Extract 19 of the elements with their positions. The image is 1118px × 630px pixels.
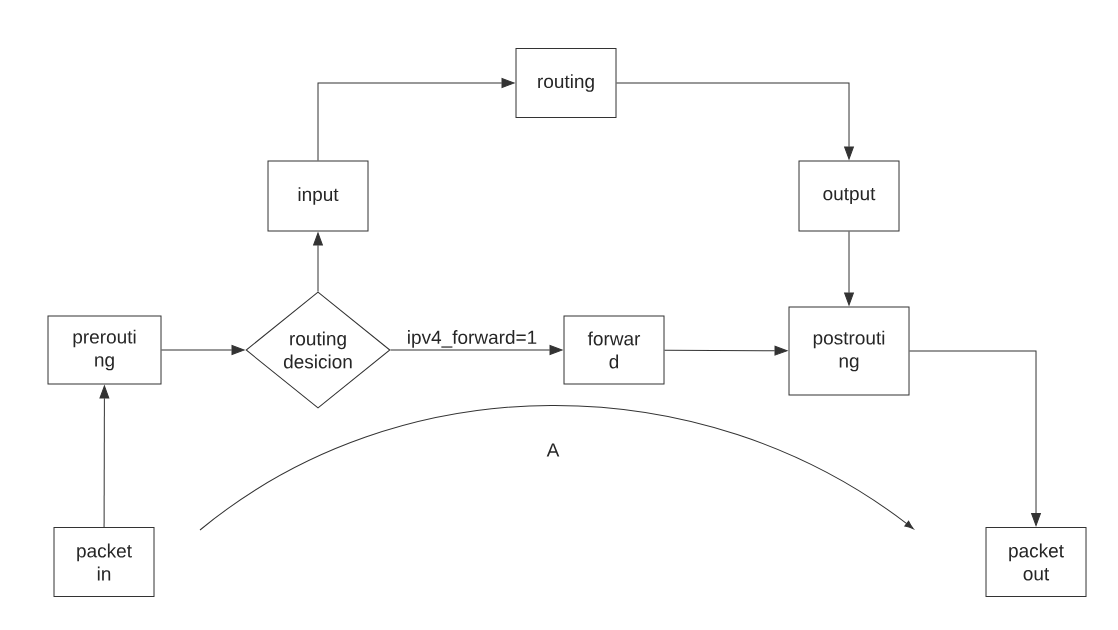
edge-label: ipv4_forward=1 xyxy=(408,330,537,348)
process-box: routing xyxy=(515,48,617,118)
curve-label: A xyxy=(546,443,560,457)
process-box: forwar d xyxy=(563,315,665,385)
process-box: packet in xyxy=(53,527,155,597)
arrow xyxy=(99,385,110,528)
process-box: postrouti ng xyxy=(788,306,910,396)
process-box: input xyxy=(267,160,369,232)
arrow xyxy=(390,345,563,355)
arrow xyxy=(313,232,323,292)
arrow xyxy=(161,345,245,355)
arrow xyxy=(909,350,1041,526)
process-box: packet out xyxy=(985,527,1087,597)
arrow xyxy=(616,82,854,160)
arrow xyxy=(844,231,854,306)
arrow xyxy=(664,345,788,356)
process-box: output xyxy=(798,160,900,232)
process-box: prerouti ng xyxy=(47,315,162,385)
arrow xyxy=(317,78,515,161)
